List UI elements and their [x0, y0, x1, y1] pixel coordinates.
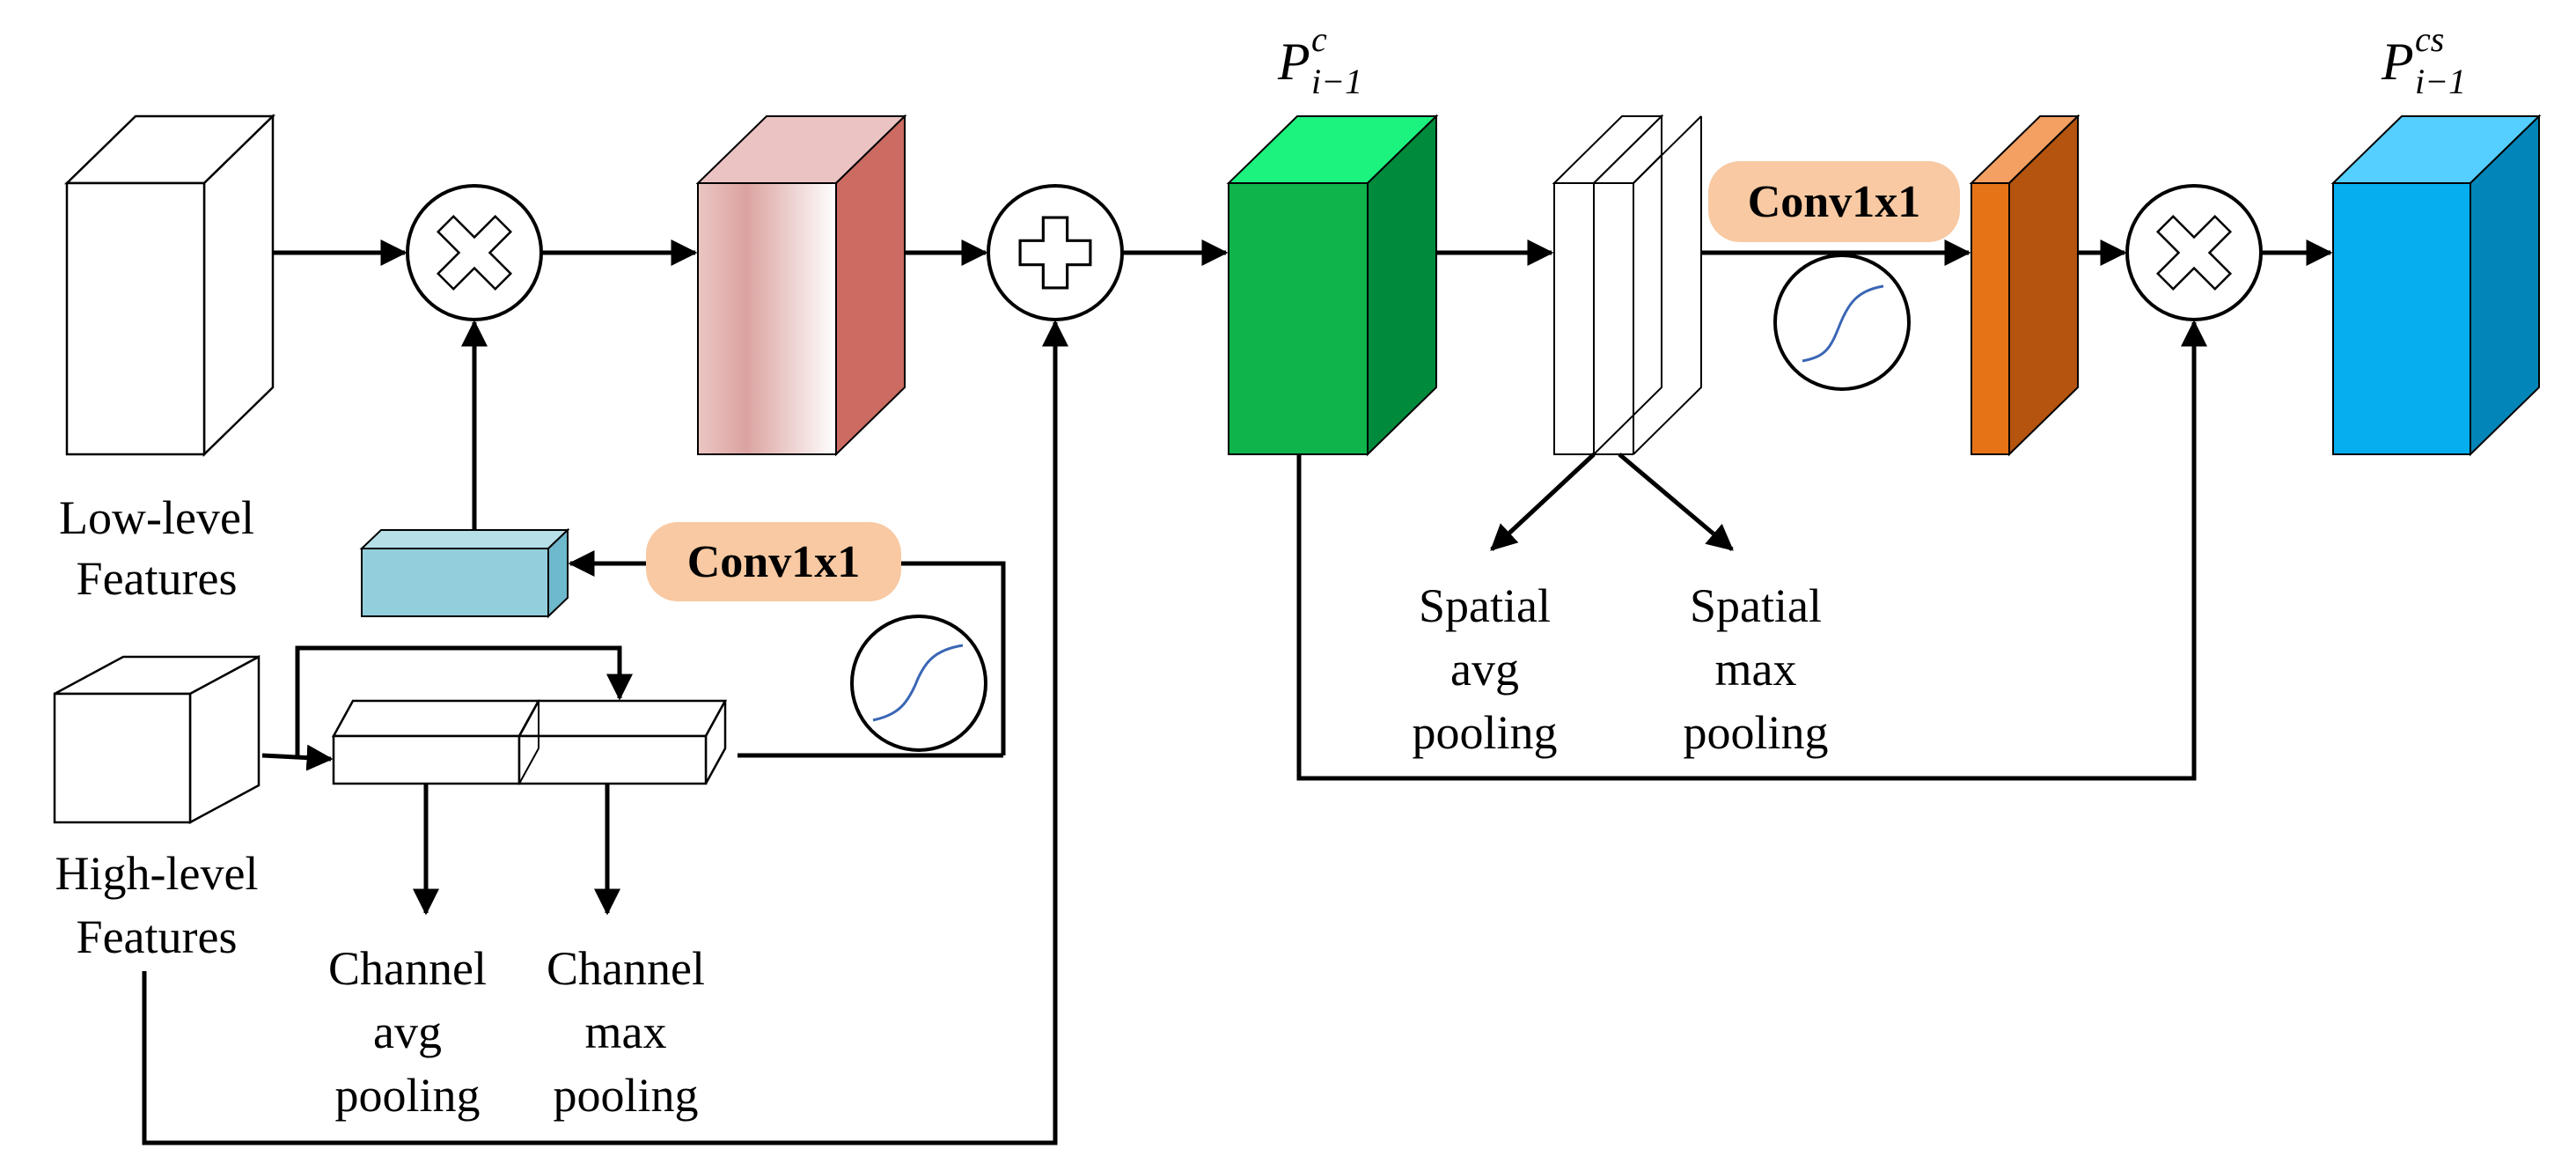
orange-attention-slice — [1969, 114, 2081, 457]
spatial-max-pooling-label: Spatial max pooling — [1683, 579, 1828, 759]
svg-text:pooling: pooling — [1412, 706, 1557, 759]
low-level-feature-cube — [63, 114, 276, 457]
svg-text:Channel: Channel — [547, 942, 705, 995]
high-level-to-pooling-arrows — [261, 645, 633, 771]
svg-text:pooling: pooling — [553, 1069, 698, 1122]
blue-output-cube-pcs — [2330, 114, 2542, 457]
spatial-pooling-arrows — [1490, 453, 1734, 551]
pcs-label-main: P — [2381, 33, 2414, 91]
low-level-label-line1: Low-level — [59, 491, 254, 544]
svg-text:pooling: pooling — [1683, 706, 1828, 759]
pcs-label-sub: i−1 — [2415, 62, 2466, 101]
svg-text:Spatial: Spatial — [1419, 579, 1551, 632]
multiply-node-1 — [406, 184, 543, 321]
svg-text:avg: avg — [373, 1005, 442, 1058]
svg-text:Spatial: Spatial — [1690, 579, 1822, 632]
spatial-pooling-slices — [1552, 114, 1702, 457]
pc-label-sub: i−1 — [1311, 62, 1362, 101]
svg-text:avg: avg — [1450, 643, 1519, 696]
pc-label-main: P — [1277, 33, 1310, 91]
weighted-feature-cube-red — [695, 114, 907, 457]
sigmoid-left-icon — [850, 615, 987, 752]
channel-skip-connection — [142, 320, 1068, 1145]
add-node — [987, 184, 1124, 321]
svg-text:pooling: pooling — [334, 1069, 480, 1122]
channel-pooling-bars — [331, 699, 728, 785]
svg-text:max: max — [1715, 643, 1797, 696]
channel-attention-vector-teal — [359, 527, 570, 619]
conv1x1-left-pill: Conv1x1 — [646, 522, 901, 601]
spatial-skip-connection — [1296, 320, 2207, 781]
conv1x1-left-label: Conv1x1 — [687, 537, 860, 587]
spatial-avg-pooling-label: Spatial avg pooling — [1412, 579, 1557, 759]
channel-max-pooling-label: Channel max pooling — [547, 942, 705, 1122]
high-level-feature-cube — [53, 654, 261, 825]
conv1x1-right-pill: Conv1x1 — [1708, 161, 1960, 242]
channel-pooling-arrows — [413, 784, 620, 916]
svg-text:max: max — [585, 1005, 667, 1058]
high-level-label-line1: High-level — [55, 847, 259, 900]
channel-avg-pooling-label: Channel avg pooling — [328, 942, 487, 1122]
green-feature-cube-pc — [1226, 114, 1439, 457]
conv1x1-right-label: Conv1x1 — [1748, 177, 1920, 227]
sigmoid-right-icon — [1773, 254, 1911, 391]
pcs-label: P cs i−1 — [2381, 19, 2466, 101]
pc-label-sup: c — [1311, 19, 1327, 59]
low-level-label-line2: Features — [77, 552, 238, 605]
pc-label: P c i−1 — [1277, 19, 1362, 101]
high-level-label-line2: Features — [77, 910, 238, 963]
multiply-node-2 — [2125, 184, 2263, 321]
sigmoid-to-conv-connector — [901, 561, 1006, 755]
pcs-label-sup: cs — [2415, 19, 2444, 59]
svg-text:Channel: Channel — [328, 942, 487, 995]
